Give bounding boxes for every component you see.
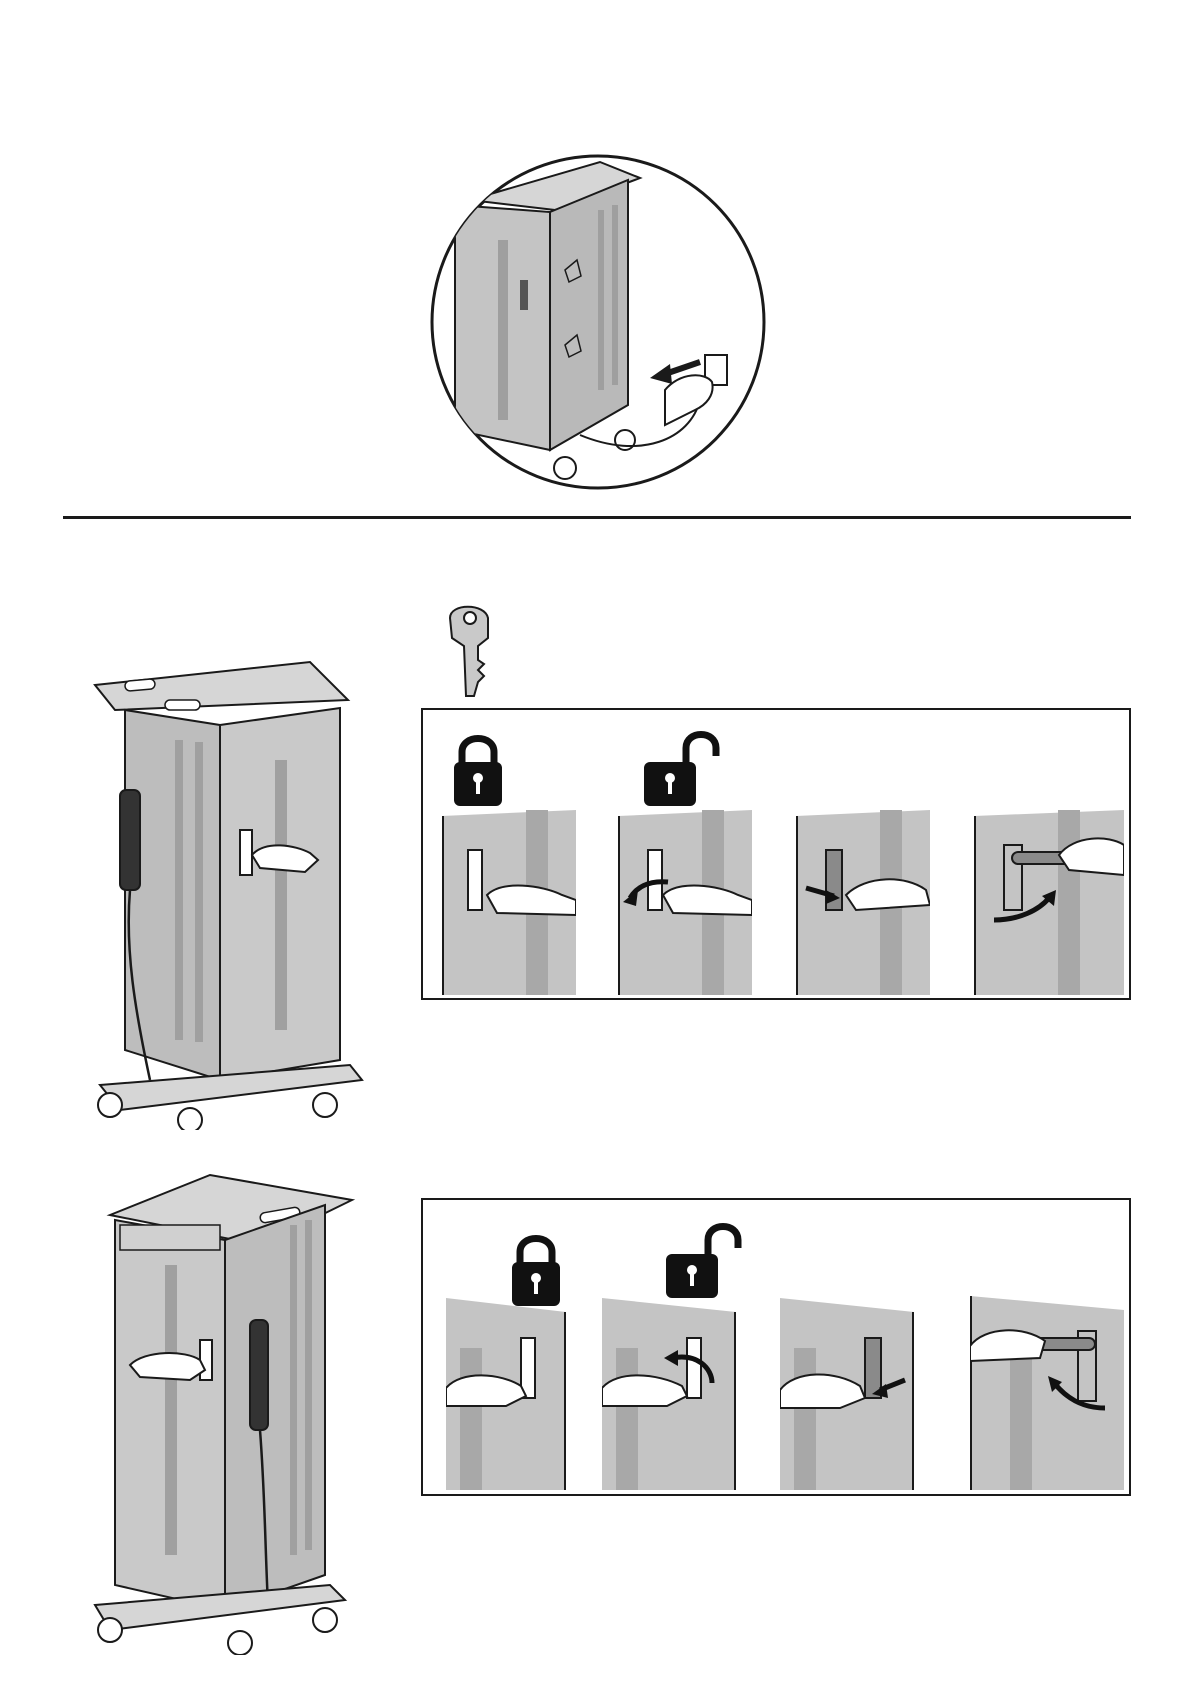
step-turn-key-right (602, 1298, 736, 1490)
hand-icon (130, 1353, 205, 1380)
step-swing-handle-open (974, 810, 1124, 995)
step-insert-key (442, 810, 576, 995)
step-pull-handle (796, 810, 930, 995)
section-divider (63, 516, 1131, 519)
door-handle (240, 830, 252, 875)
step-insert-key (446, 1298, 566, 1490)
cart-side-door-illustration (80, 650, 380, 1130)
step-turn-key-left (618, 810, 752, 995)
padlock-open-icon (662, 1220, 742, 1300)
padlock-closed-icon (448, 728, 508, 808)
step-swing-handle-open (970, 1296, 1124, 1490)
padlock-closed-icon (506, 1228, 566, 1308)
padlock-open-icon (640, 728, 720, 808)
door-latch (520, 280, 528, 310)
key-icon (440, 598, 500, 698)
cart-front-door-illustration (90, 1165, 380, 1655)
door-handle (200, 1340, 212, 1380)
unplug-illustration (0, 0, 1190, 520)
step-pull-handle (780, 1298, 914, 1490)
